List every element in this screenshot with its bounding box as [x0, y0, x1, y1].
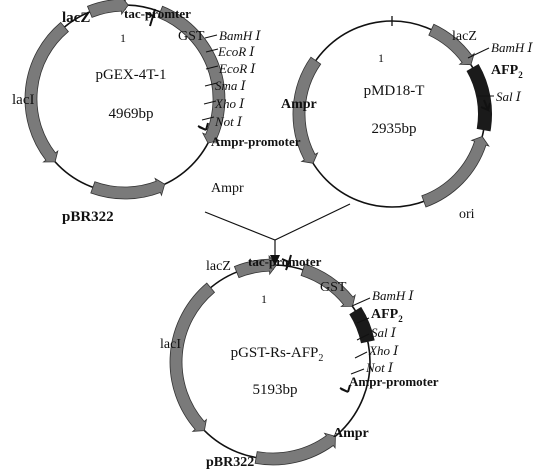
pgex-site-ecori-1: EcoR Ⅰ: [217, 44, 255, 59]
pgst-site-leader: [350, 368, 365, 375]
pgex-ampr-promoter-label: Ampr-promoter: [211, 134, 301, 149]
pgst-ampr-label: Ampr: [333, 426, 369, 441]
pgex-lacz-label: lacZ: [62, 10, 90, 26]
pmd-ampr-arrow: [292, 56, 322, 164]
pgex-origin-mark: 1: [120, 31, 126, 45]
pgex-site-xhoi: Xho Ⅰ: [214, 96, 245, 111]
plasmid-features: [24, 0, 494, 466]
pgst-laci-arrow: [169, 282, 216, 432]
pgex-pbr322-label: pBR322: [62, 209, 114, 225]
plasmid-pgst-rs-afp2: pGST-Rs-AFP2 5193bp 1 lacZ tac-promoter …: [160, 254, 439, 470]
pmd-ampr-label: Ampr: [281, 97, 317, 112]
pgst-tac-promoter-label: tac-promoter: [248, 254, 322, 269]
pmd-site-sali: Sal Ⅰ: [496, 89, 522, 104]
pgex-tac-promoter-label: tac-promter: [124, 6, 191, 21]
pgex-ampr-label: Ampr: [211, 181, 244, 196]
pmd-ori-arrow: [421, 136, 490, 208]
pgex-gst-arrow: [157, 5, 226, 144]
pgst-gst-arrow: [300, 263, 356, 307]
pgst-insert-afp2: AFP2: [371, 307, 403, 324]
pgex-site-ecori-2: EcoR Ⅰ: [218, 61, 256, 76]
plasmid-pmd18t: pMD18-T 2935bp 1 lacZ Ampr ori BamH Ⅰ AF…: [281, 29, 533, 222]
pgex-site-leader: [204, 82, 218, 87]
pgex-ampr-arrow: [90, 177, 166, 200]
pgex-site-leader: [201, 116, 215, 121]
pgex-lacz-arrow: [86, 0, 129, 18]
pgex-site-leader: [205, 65, 219, 70]
pmd-lacz-arrow: [428, 23, 475, 66]
pgex-size: 4969bp: [109, 106, 154, 122]
pmd-insert-afp2: AFP2: [491, 63, 523, 80]
pmd-ori-label: ori: [459, 207, 475, 222]
pgst-ampr-arrow: [254, 432, 336, 466]
pgst-lacz-arrow: [233, 254, 277, 279]
pgex-name: pGEX-4T-1: [95, 67, 166, 83]
merge-connector-lines: [204, 203, 351, 241]
plasmid-pgex: pGEX-4T-1 4969bp 1 lacZ tac-promter GST …: [12, 6, 301, 225]
pgst-site-xhoi: Xho Ⅰ: [368, 343, 399, 358]
pmd-afp2-insert: [466, 64, 493, 132]
pgst-origin-mark: 1: [261, 292, 267, 306]
pgex-laci-arrow: [24, 21, 69, 163]
pmd-name: pMD18-T: [364, 83, 425, 99]
pmd-orientation-icon: [480, 99, 491, 112]
pgst-size: 5193bp: [253, 382, 298, 398]
pmd-site-bamhi: BamH Ⅰ: [491, 40, 533, 55]
pgst-gst-label: GST: [320, 280, 347, 295]
pmd-lacz-label: lacZ: [452, 29, 477, 44]
pgst-site-leader: [356, 333, 370, 341]
pgex-site-leader: [203, 100, 217, 105]
pgst-site-noti: Not Ⅰ: [365, 360, 394, 375]
pgst-tac-promoter-icon: [281, 254, 292, 271]
pgex-site-leader: [205, 48, 219, 53]
pgex-laci-label: lacI: [12, 92, 34, 108]
pgst-laci-label: lacI: [160, 337, 181, 352]
pgst-site-leader: [351, 297, 371, 307]
pmd-site-leader: [467, 47, 490, 59]
pgex-ampr-promoter-icon: [197, 122, 209, 131]
pgst-name: pGST-Rs-AFP2: [231, 345, 324, 364]
pgst-site-sali: Sal Ⅰ: [371, 325, 397, 340]
pgst-site-bamhi: BamH Ⅰ: [372, 288, 414, 303]
pgst-pbr322-label: pBR322: [206, 455, 254, 470]
pgst-site-leader: [356, 317, 370, 324]
pgex-site-leader: [204, 34, 218, 39]
pgex-tac-promoter-icon: [145, 8, 156, 27]
merge-arrowhead-icon: [270, 255, 280, 266]
pgst-site-leader: [354, 351, 368, 359]
pmd-origin-mark: 1: [378, 51, 384, 65]
pgex-gst-label: GST: [178, 29, 205, 44]
pgex-site-noti: Not Ⅰ: [214, 114, 243, 129]
pgst-lacz-label: lacZ: [206, 259, 231, 274]
pgex-site-bamhi: BamH Ⅰ: [219, 28, 261, 43]
pgex-site-smai: Sma Ⅰ: [215, 78, 247, 93]
pgst-ampr-promoter-label: Ampr-promoter: [349, 374, 439, 389]
pmd-size: 2935bp: [372, 121, 417, 137]
merge-connectors: [204, 203, 351, 266]
pgst-ampr-promoter-icon: [339, 384, 351, 393]
